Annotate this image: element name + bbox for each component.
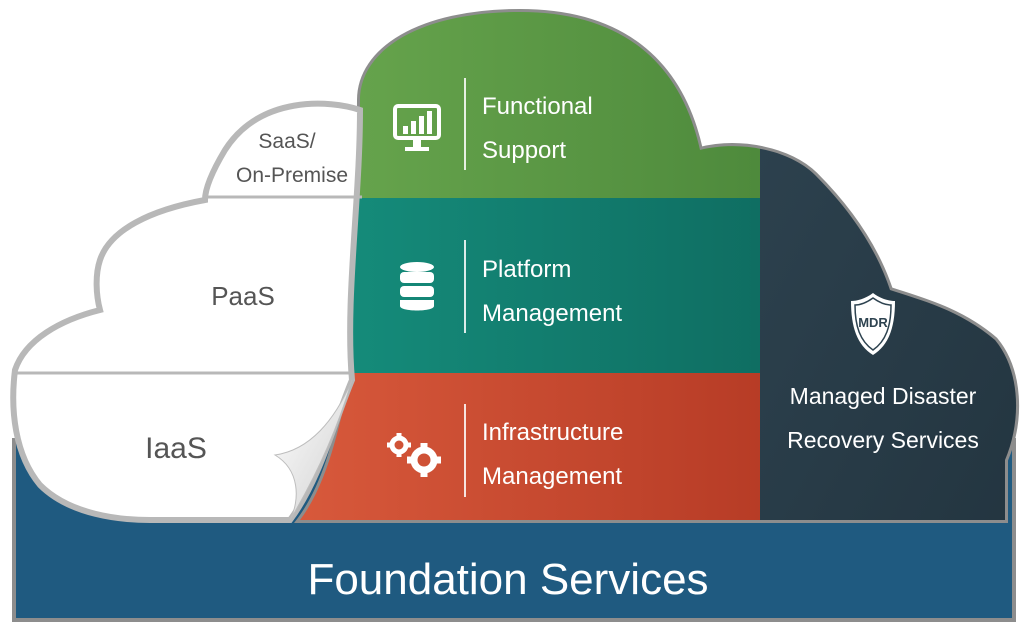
- functional-line2: Support: [482, 137, 566, 164]
- platform-line1: Platform: [482, 256, 571, 283]
- service-model-cloud: SaaS/ On-Premise PaaS IaaS: [10, 100, 364, 523]
- monitor-chart-icon: [393, 104, 441, 151]
- platform-management-band: [300, 198, 760, 373]
- paas-label: PaaS: [211, 281, 275, 311]
- infrastructure-management-row: Infrastructure Management: [387, 404, 623, 497]
- functional-line1: Functional: [482, 93, 593, 120]
- database-icon: [400, 262, 434, 311]
- iaas-label: IaaS: [145, 432, 207, 465]
- saas-label: SaaS/: [258, 130, 315, 153]
- page-curl: [273, 379, 353, 521]
- mdr-line2: Recovery Services: [787, 427, 979, 453]
- infrastructure-line2: Management: [482, 463, 622, 490]
- infrastructure-line1: Infrastructure: [482, 419, 623, 446]
- saas-label-line2: On-Premise: [236, 164, 348, 187]
- platform-management-row: Platform Management: [400, 240, 622, 333]
- mdr-line1: Managed Disaster: [790, 383, 977, 409]
- infrastructure-management-band: [300, 373, 760, 520]
- mdr-content: MDR Managed Disaster Recovery Services: [787, 293, 979, 453]
- platform-line2: Management: [482, 300, 622, 327]
- gears-icon: [387, 433, 441, 477]
- mdr-badge-label: MDR: [858, 315, 888, 330]
- foundation-services-label: Foundation Services: [307, 555, 708, 604]
- shield-icon: MDR: [851, 293, 895, 355]
- functional-support-row: Functional Support: [393, 78, 593, 170]
